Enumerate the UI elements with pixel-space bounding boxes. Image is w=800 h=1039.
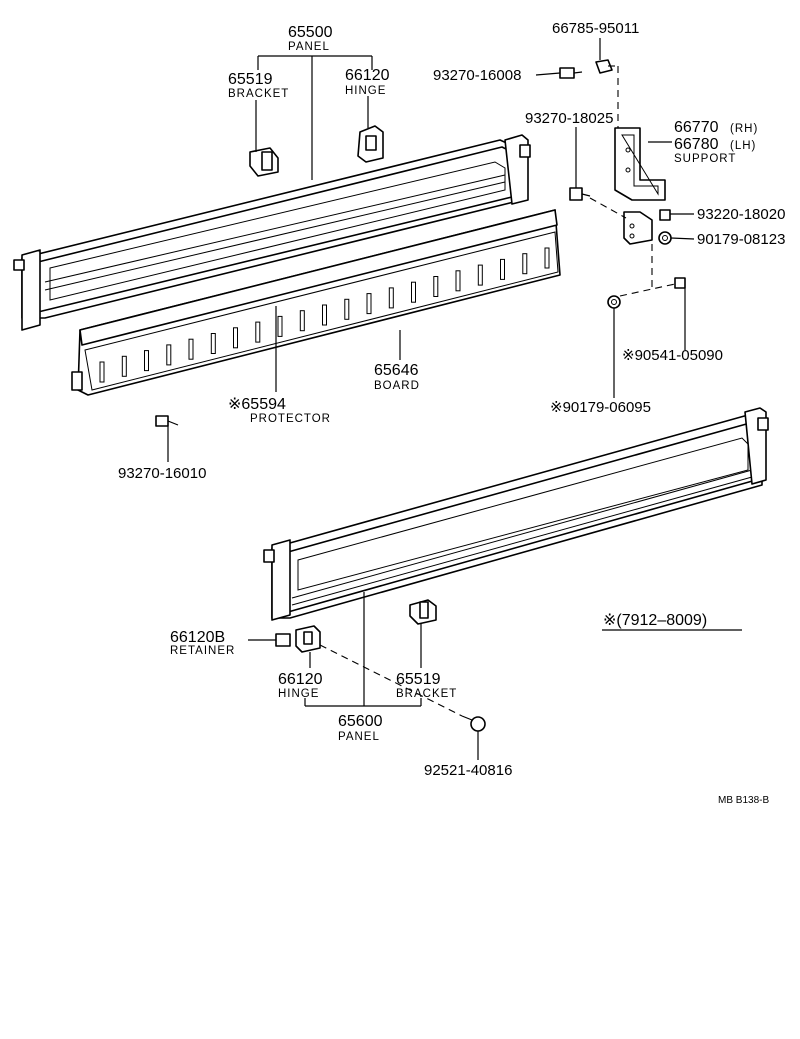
board-slot	[277, 315, 283, 337]
board-slot	[299, 310, 305, 332]
label-65600-name: PANEL	[338, 731, 380, 743]
label-65519-bottom-name: BRACKET	[396, 688, 457, 700]
screw-93220	[659, 209, 671, 221]
support-bracket-lower	[623, 211, 653, 245]
label-93270-16008: 93270-16008	[433, 67, 521, 84]
nut-90179-06095	[607, 295, 621, 309]
label-66785: 66785-95011	[552, 20, 639, 37]
label-65600: 65600	[338, 713, 383, 730]
board-slot	[188, 338, 194, 360]
label-65594-name: PROTECTOR	[250, 413, 331, 425]
board-slot	[388, 287, 394, 309]
board-slot	[166, 344, 172, 366]
hinge-66120-bottom	[295, 625, 321, 653]
bolt-90541	[674, 277, 686, 289]
label-66120-bottom-name: HINGE	[278, 688, 319, 700]
hinge-66120-top	[357, 125, 384, 163]
label-93270-18025: 93270-18025	[525, 110, 613, 127]
label-90179-06095: ※90179-06095	[550, 399, 651, 416]
bracket-65519-bottom	[409, 599, 437, 625]
board-slot	[322, 304, 327, 326]
board-slot	[411, 281, 416, 303]
label-66120-top: 66120	[345, 67, 390, 84]
label-66120b-name: RETAINER	[170, 645, 235, 657]
board-slot	[233, 327, 238, 349]
board-slot	[210, 333, 216, 354]
board-65646	[71, 209, 561, 396]
label-65646: 65646	[374, 362, 419, 379]
label-65594: ※65594	[228, 396, 286, 413]
label-93270-16010: 93270-16010	[118, 465, 206, 482]
label-65519-top: 65519	[228, 71, 273, 88]
bolt-93270-16008	[559, 67, 583, 79]
bracket-65519-top	[249, 147, 279, 177]
label-66770-side: (RH)	[730, 123, 758, 135]
board-slot	[255, 321, 261, 343]
board-slot	[433, 276, 439, 297]
clip-66785	[595, 59, 613, 74]
support-66770	[614, 127, 666, 201]
label-65519-top-name: BRACKET	[228, 88, 289, 100]
board-slot	[121, 355, 127, 377]
retainer-66120b	[275, 633, 291, 647]
label-65500: 65500	[288, 24, 333, 41]
leader-lines	[167, 38, 742, 760]
panel-65500-top	[13, 134, 531, 331]
label-65500-name: PANEL	[288, 41, 330, 53]
board-slot	[522, 253, 528, 275]
label-93220: 93220-18020	[697, 206, 785, 223]
label-66780: 66780	[674, 136, 719, 153]
label-90179-08123: 90179-08123	[697, 231, 785, 248]
board-slot	[366, 293, 372, 315]
panel-65600-bottom	[263, 407, 769, 621]
board-slot	[99, 361, 105, 383]
bolt-92521	[461, 715, 486, 732]
label-reference-code: MB B138-B	[718, 795, 769, 806]
label-support-name: SUPPORT	[674, 153, 736, 165]
board-slot	[544, 247, 550, 269]
nut-90179-08123	[658, 231, 672, 245]
label-90541: ※90541-05090	[622, 347, 723, 364]
label-date-range: ※(7912–8009)	[603, 612, 707, 629]
bolt-93270-18025	[569, 187, 591, 201]
label-66120-bottom: 66120	[278, 671, 323, 688]
labels: 65500 PANEL 65519 BRACKET 66120 HINGE 66…	[118, 20, 785, 806]
label-66120b: 66120B	[170, 629, 225, 646]
label-65646-name: BOARD	[374, 380, 420, 392]
label-92521: 92521-40816	[424, 762, 512, 779]
board-slot	[500, 258, 505, 280]
board-slot	[455, 270, 461, 292]
label-65519-bottom: 65519	[396, 671, 441, 688]
board-slot	[344, 298, 350, 320]
label-66770: 66770	[674, 119, 719, 136]
label-66780-side: (LH)	[730, 140, 756, 152]
board-slot	[477, 264, 483, 286]
label-66120-top-name: HINGE	[345, 85, 386, 97]
bolt-93270-16010	[155, 415, 179, 427]
board-slot	[144, 350, 149, 372]
